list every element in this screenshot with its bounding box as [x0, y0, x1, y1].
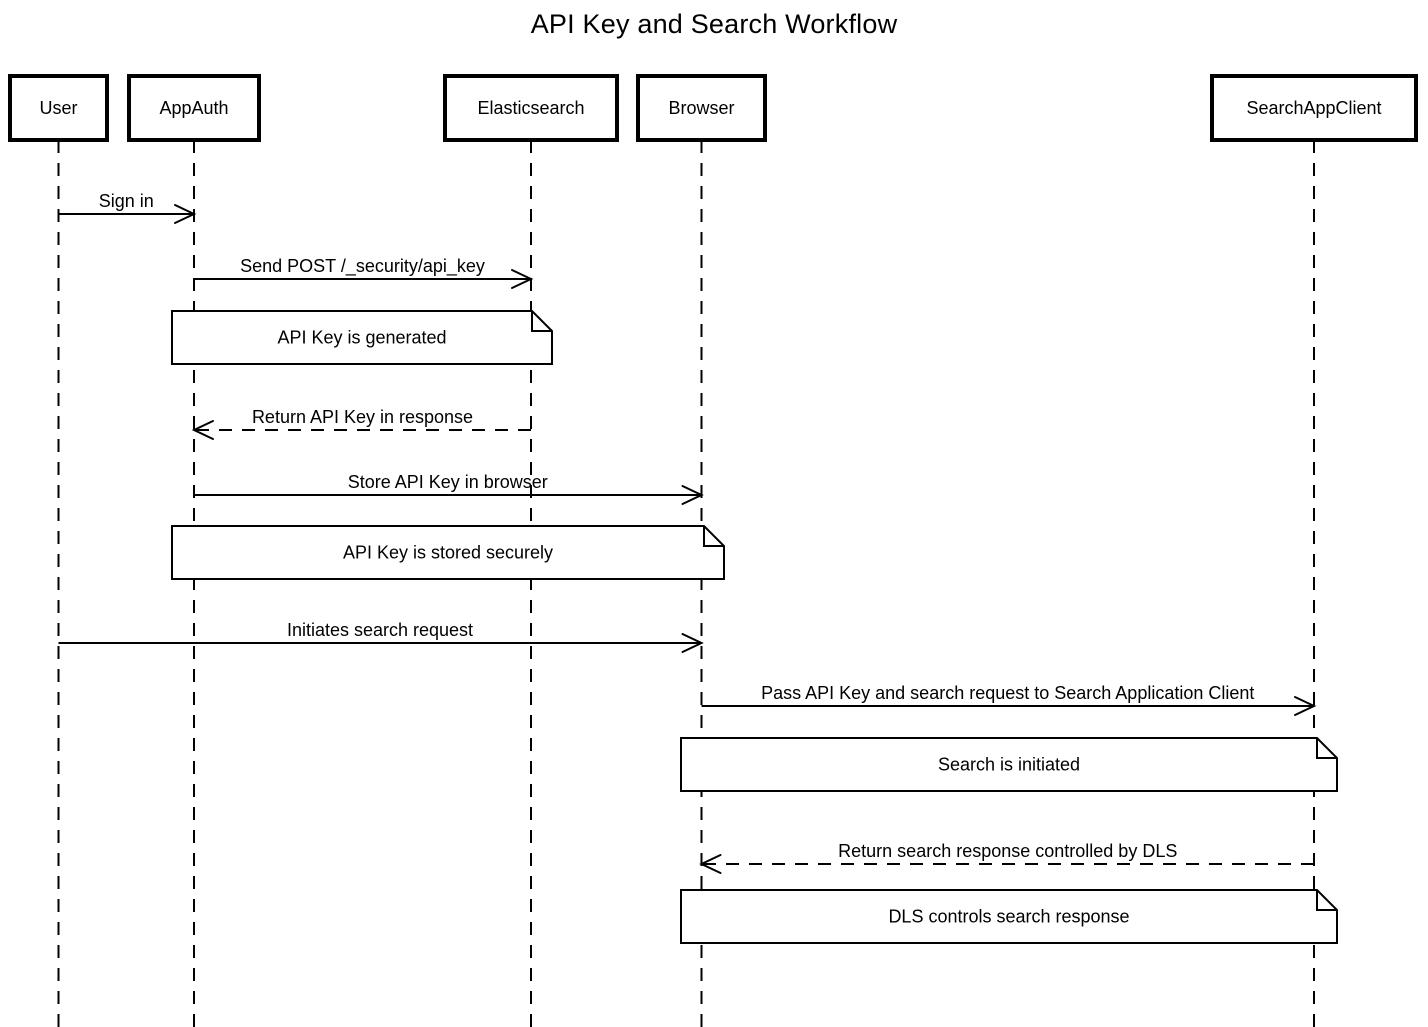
participant-box	[127, 74, 261, 142]
participant-label: SearchAppClient	[1246, 98, 1381, 118]
message-label: Store API Key in browser	[348, 472, 548, 492]
message-browser-to-searchappclient: Pass API Key and search request to Searc…	[701, 683, 1317, 716]
participant-elasticsearch: Elasticsearch	[443, 74, 619, 142]
note-fold-icon	[531, 311, 552, 332]
note-label: Search is initiated	[938, 755, 1080, 775]
participant-searchappclient: SearchAppClient	[1210, 74, 1418, 142]
note-fold-icon	[1316, 738, 1337, 759]
note-search-initiated: Search is initiated	[680, 737, 1338, 792]
note-shape	[171, 525, 725, 580]
message-label: Pass API Key and search request to Searc…	[761, 683, 1254, 703]
diagram-title: API Key and Search Workflow	[530, 9, 898, 39]
participant-box	[8, 74, 109, 142]
message-label: Return API Key in response	[252, 407, 473, 427]
note-dls-controls: DLS controls search response	[680, 889, 1338, 944]
note-shape	[171, 310, 553, 365]
note-label: API Key is stored securely	[343, 543, 553, 563]
participant-box	[1210, 74, 1418, 142]
message-elasticsearch-to-appauth: Return API Key in response	[191, 407, 531, 440]
participant-label: Elasticsearch	[477, 98, 584, 118]
message-label: Return search response controlled by DLS	[838, 841, 1177, 861]
participant-label: AppAuth	[159, 98, 228, 118]
note-api-key-generated: API Key is generated	[171, 310, 553, 365]
message-label: Send POST /_security/api_key	[240, 256, 485, 277]
message-user-to-browser: Initiates search request	[58, 620, 704, 653]
note-fold-icon	[703, 526, 724, 547]
message-searchappclient-to-browser: Return search response controlled by DLS	[699, 841, 1314, 874]
message-label: Initiates search request	[287, 620, 473, 640]
note-shape	[680, 889, 1338, 944]
participant-browser: Browser	[636, 74, 767, 142]
participant-appauth: AppAuth	[127, 74, 261, 142]
participant-box	[443, 74, 619, 142]
participant-user: User	[8, 74, 109, 142]
message-appauth-to-browser: Store API Key in browser	[194, 472, 704, 505]
note-label: API Key is generated	[277, 328, 446, 348]
note-fold-icon	[1316, 890, 1337, 911]
note-label: DLS controls search response	[888, 907, 1129, 927]
participant-box	[636, 74, 767, 142]
note-shape	[680, 737, 1338, 792]
participant-label: Browser	[668, 98, 734, 118]
note-api-key-stored: API Key is stored securely	[171, 525, 725, 580]
message-appauth-to-elasticsearch: Send POST /_security/api_key	[194, 256, 534, 289]
participant-label: User	[39, 98, 77, 118]
message-label: Sign in	[99, 191, 154, 211]
message-user-to-appauth: Sign in	[58, 191, 197, 224]
